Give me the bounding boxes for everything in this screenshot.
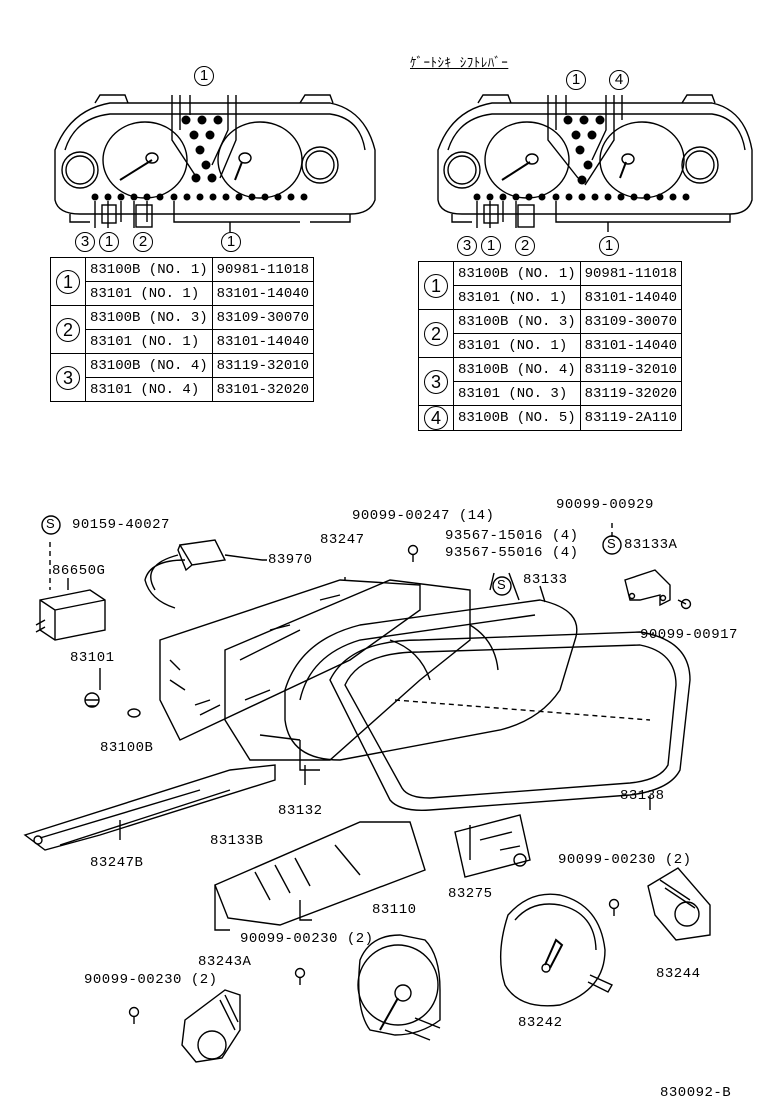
ref-number: 2 [424,321,448,346]
s-mark-left [41,515,61,535]
part-label-93567-55016: 93567-55016 (4) [445,545,579,561]
left-bottom-callouts: 3 1 2 [75,232,153,252]
part-label-83133: 83133 [523,572,568,588]
part-desc: 83100B (NO. 3) [85,305,213,330]
part-number: 83101-14040 [579,333,683,358]
table-row: 1 83100B (NO. 1) 90981-11018 [50,257,315,306]
part-label-83100B: 83100B [100,740,154,756]
callout: 2 [133,232,153,252]
part-label-90099-00247: 90099-00247 (14) [352,508,495,524]
part-label-90099-00230-right: 90099-00230 (2) [558,852,692,868]
callout: 3 [75,232,95,252]
part-label-90099-00230-left: 90099-00230 (2) [84,972,218,988]
s-mark-right [602,535,622,555]
left-top-callout: 1 [194,66,214,86]
part-label-83101: 83101 [70,650,115,666]
s-mark-middle [492,576,512,596]
part-desc: 83100B (NO. 4) [85,353,213,378]
right-bottom-callouts: 3 1 2 [457,236,535,256]
part-label-83243A: 83243A [198,954,252,970]
part-desc: 83101 (NO. 3) [453,381,581,406]
ref-number: 3 [424,369,448,394]
part-label-83247: 83247 [320,532,365,548]
diagram-code: 830092-B [660,1085,732,1101]
table-row: 83101 (NO. 1) 83101-14040 [419,333,683,358]
left-cluster-front-view [54,94,376,232]
table-row: 4 83100B (NO. 5) 83119-2A110 [418,405,683,431]
ref-number: 1 [56,269,80,294]
table-row: 83101 (NO. 1) 83101-14040 [51,329,315,354]
table-row: 1 83100B (NO. 1) 90981-11018 [418,261,683,310]
part-label-83133A: 83133A [624,537,678,553]
part-label-83275: 83275 [448,886,493,902]
part-number: 83109-30070 [211,305,315,330]
part-desc: 83101 (NO. 1) [85,281,213,306]
ref-number: 1 [424,273,448,298]
part-desc: 83100B (NO. 3) [453,309,581,334]
part-number: 83119-32020 [579,381,683,406]
part-number: 83101-14040 [211,329,315,354]
part-label-93567-15016: 93567-15016 (4) [445,528,579,544]
part-number: 83101-14040 [211,281,315,306]
s-symbol: S [46,516,56,531]
part-label-83110: 83110 [372,902,417,918]
callout: 1 [99,232,119,252]
right-top-callout-1: 1 [566,70,586,90]
exploded-parts [23,523,711,1063]
part-number: 83119-32010 [211,353,315,378]
left-bottom-callout-right: 1 [221,232,241,252]
table-row: 3 83100B (NO. 4) 83119-32010 [418,357,683,406]
part-desc: 83100B (NO. 5) [453,405,581,431]
part-label-90099-00929: 90099-00929 [556,497,654,513]
part-desc: 83101 (NO. 4) [85,377,213,402]
part-number: 83119-2A110 [579,405,683,431]
part-desc: 83101 (NO. 1) [85,329,213,354]
right-bottom-callout-right: 1 [599,236,619,256]
part-number: 90981-11018 [211,257,315,282]
part-label-83242: 83242 [518,1015,563,1031]
callout: 3 [457,236,477,256]
table-row: 2 83100B (NO. 3) 83109-30070 [50,305,315,354]
s-symbol: S [497,577,507,592]
callout: 2 [515,236,535,256]
part-label-83138: 83138 [620,788,665,804]
part-label-90099-00917: 90099-00917 [640,627,738,643]
table-row: 83101 (NO. 1) 83101-14040 [51,281,315,306]
part-desc: 83101 (NO. 1) [453,285,581,310]
callout: 1 [481,236,501,256]
table-row: 83101 (NO. 3) 83119-32020 [419,381,683,406]
part-label-83132: 83132 [278,803,323,819]
part-desc: 83101 (NO. 1) [453,333,581,358]
part-desc: 83100B (NO. 1) [85,257,213,282]
right-top-callout-4: 4 [609,70,629,90]
part-number: 83101-32020 [211,377,315,402]
part-label-86650G: 86650G [52,563,106,579]
right-cluster-front-view [437,94,753,232]
table-row: 3 83100B (NO. 4) 83119-32010 [50,353,315,402]
part-label-83247B: 83247B [90,855,144,871]
table-row: 83101 (NO. 1) 83101-14040 [419,285,683,310]
part-label-83970: 83970 [268,552,313,568]
table-row: 2 83100B (NO. 3) 83109-30070 [418,309,683,358]
table-row: 83101 (NO. 4) 83101-32020 [51,377,315,402]
part-label-83244: 83244 [656,966,701,982]
ref-number: 2 [56,317,80,342]
part-desc: 83100B (NO. 4) [453,357,581,382]
part-number: 90981-11018 [579,261,683,286]
part-number: 83109-30070 [579,309,683,334]
part-label-83133B: 83133B [210,833,264,849]
left-parts-table: 1 83100B (NO. 1) 90981-11018 83101 (NO. … [50,257,315,402]
shift-lever-header: ｹﾞｰﾄｼｷ ｼﾌﾄﾚﾊﾞｰ [410,56,509,71]
right-parts-table: 1 83100B (NO. 1) 90981-11018 83101 (NO. … [418,261,683,431]
part-desc: 83100B (NO. 1) [453,261,581,286]
part-label-90159-40027: 90159-40027 [72,517,170,533]
part-label-90099-00230-middle: 90099-00230 (2) [240,931,374,947]
part-number: 83101-14040 [579,285,683,310]
ref-number: 3 [56,365,80,390]
s-symbol: S [607,536,617,551]
part-number: 83119-32010 [579,357,683,382]
ref-number: 4 [424,406,448,430]
